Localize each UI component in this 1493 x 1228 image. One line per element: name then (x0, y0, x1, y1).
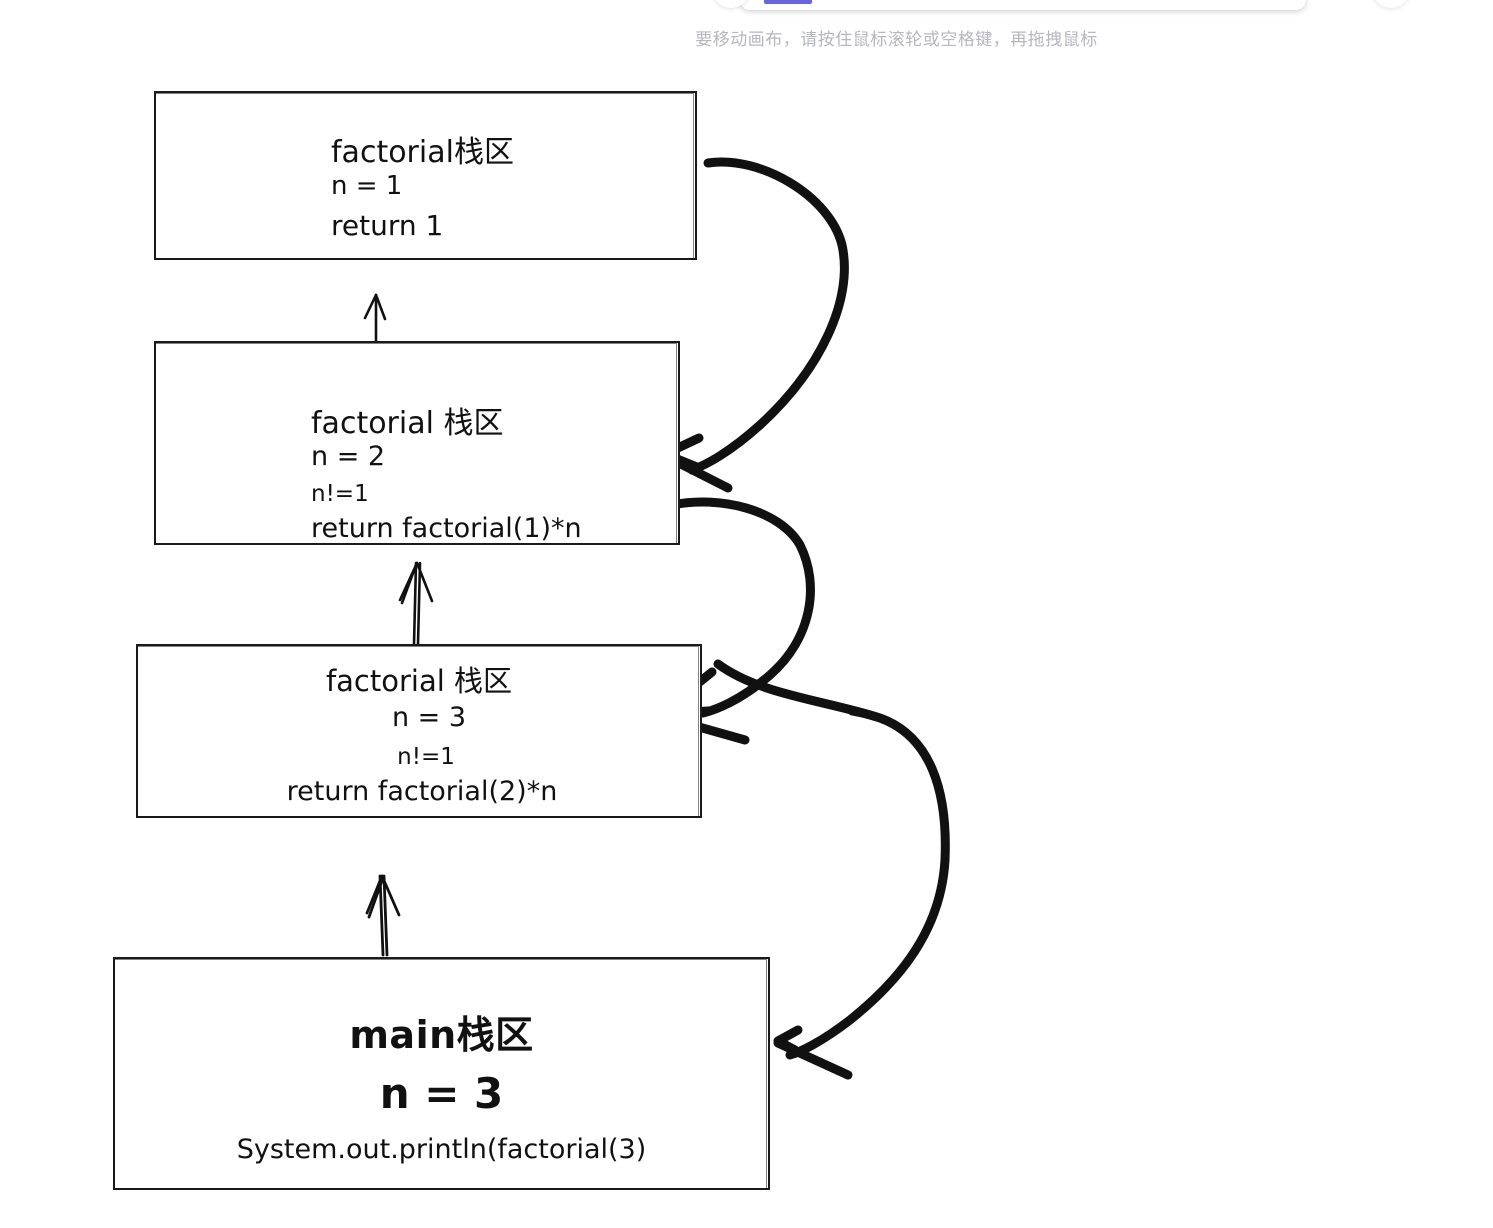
main-line-n: n = 3 (379, 1069, 504, 1118)
share-round-button[interactable] (1372, 0, 1410, 8)
return-arrow-f1-to-f2 (687, 157, 849, 475)
factorial-stack-frame-2[interactable]: factorial 栈区 n = 2 n!=1 return factorial… (154, 341, 680, 545)
frame1-title: factorial栈区 (331, 135, 514, 170)
frame3-line-n: n = 3 (391, 702, 467, 733)
menu-button[interactable] (712, 0, 750, 8)
call-arrow-main-to-f3 (365, 874, 401, 957)
call-arrow-f3-to-f2 (398, 561, 434, 646)
selected-tool-indicator (764, 0, 812, 4)
frame3-line-cond: n!=1 (397, 744, 455, 770)
canvas-pan-hint: 要移动画布，请按住鼠标滚轮或空格键，再拖拽鼠标 (695, 30, 1098, 49)
main-title: main栈区 (349, 1013, 534, 1057)
return-arrow-f3-to-main-head (773, 1025, 853, 1080)
frame2-line-cond: n!=1 (311, 481, 369, 507)
frame2-line-n: n = 2 (311, 441, 386, 472)
frame3-title: factorial 栈区 (325, 664, 513, 698)
ink-stray-mark (848, 708, 876, 720)
frame1-line-n: n = 1 (331, 171, 403, 201)
factorial-stack-frame-1[interactable]: factorial栈区 n = 1 return 1 (154, 91, 697, 260)
factorial-stack-frame-3[interactable]: factorial 栈区 n = 3 n!=1 return factorial… (136, 644, 702, 818)
frame2-title: factorial 栈区 (311, 406, 504, 441)
main-stack-frame[interactable]: main栈区 n = 3 System.out.println(factoria… (113, 957, 770, 1190)
frame2-line-return: return factorial(1)*n (311, 513, 582, 544)
main-line-println: System.out.println(factorial(3) (236, 1134, 647, 1165)
frame3-line-return: return factorial(2)*n (286, 776, 558, 807)
frame1-line-return: return 1 (331, 209, 444, 242)
call-arrow-f2-to-f1 (363, 293, 387, 343)
toolbar-panel[interactable]: ☁ ✋ ↖ □ ◇ ○ → ─ ✎ A ▣ ◧ (740, 0, 1306, 10)
